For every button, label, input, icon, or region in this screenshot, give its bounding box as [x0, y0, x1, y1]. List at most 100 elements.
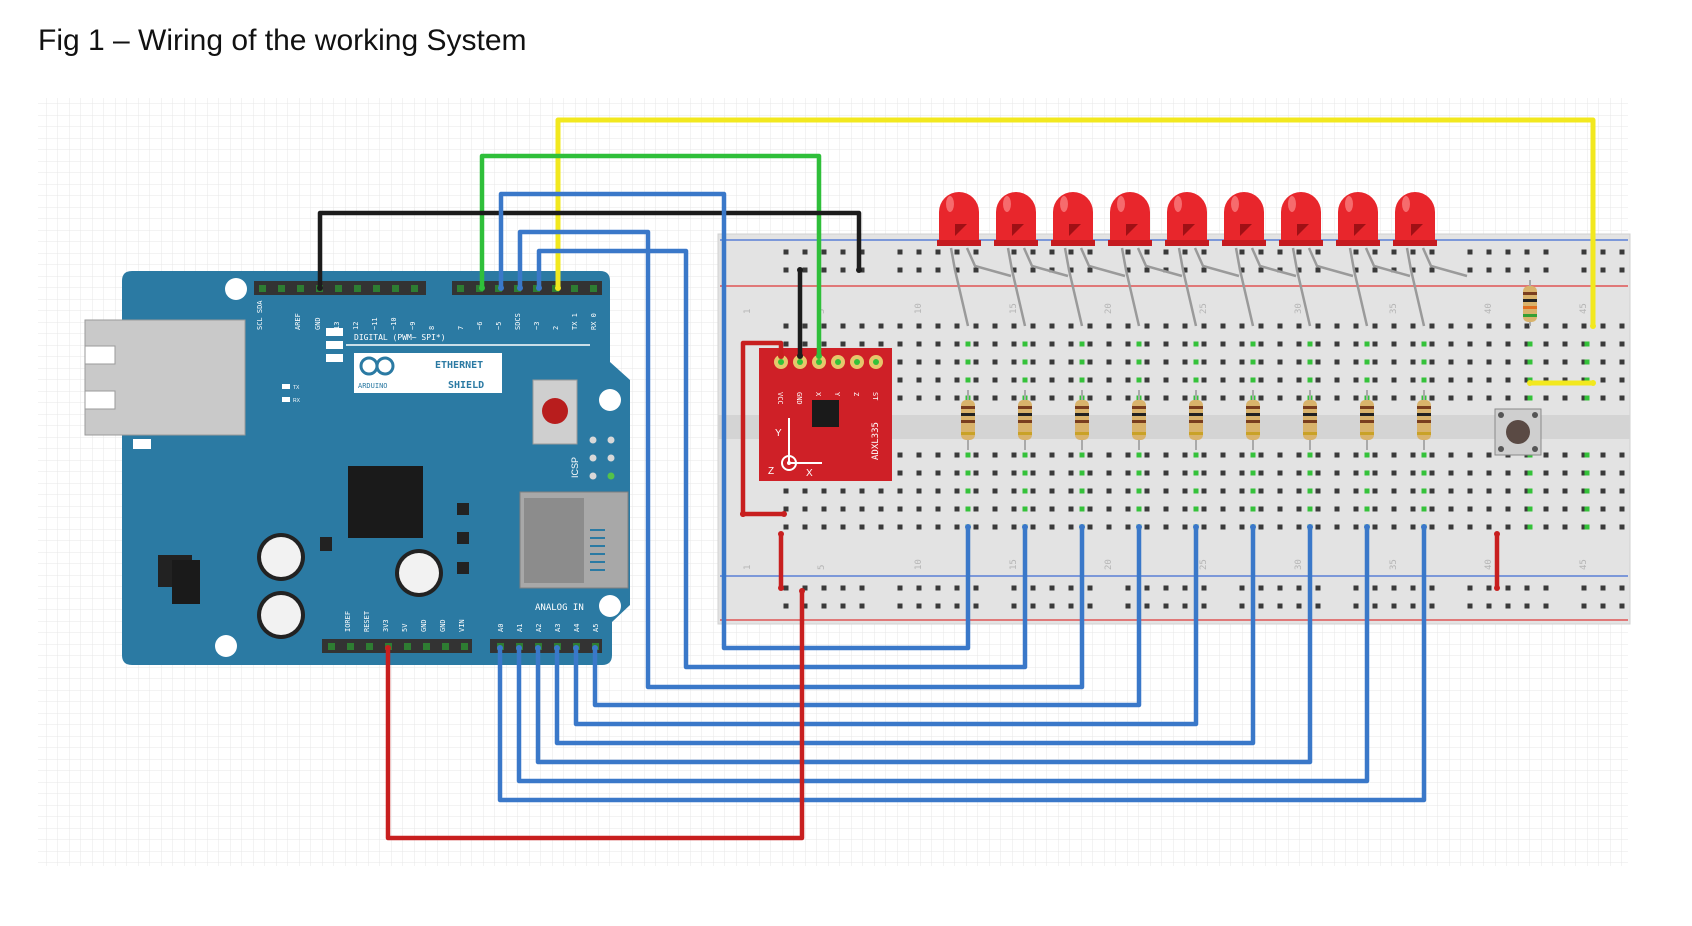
breadboard-hole	[1163, 603, 1169, 609]
breadboard-hole	[1581, 249, 1587, 255]
breadboard-hole	[1163, 585, 1169, 591]
breadboard-hole	[1410, 395, 1416, 401]
breadboard-hole	[1068, 341, 1074, 347]
axis-y-label: Y	[775, 428, 782, 439]
breadboard-hole	[821, 249, 827, 255]
breadboard-hole	[1581, 506, 1587, 512]
breadboard-hole	[1163, 506, 1169, 512]
breadboard-hole	[1049, 377, 1055, 383]
breadboard-hole	[821, 488, 827, 494]
breadboard-hole	[1068, 249, 1074, 255]
breadboard-hole	[973, 524, 979, 530]
wire-blue-end	[536, 285, 542, 291]
breadboard-hole	[1486, 506, 1492, 512]
breadboard-hole	[859, 603, 865, 609]
breadboard-hole	[1068, 267, 1074, 273]
breadboard-hole	[1163, 323, 1169, 329]
breadboard-hole-active	[1584, 524, 1590, 530]
breadboard-hole	[1030, 249, 1036, 255]
breadboard-hole	[1068, 323, 1074, 329]
breadboard-hole	[1296, 585, 1302, 591]
breadboard-hole	[916, 359, 922, 365]
breadboard-hole	[1163, 249, 1169, 255]
breadboard-hole	[1182, 452, 1188, 458]
wire-blue-end	[1364, 524, 1370, 530]
breadboard-hole	[1429, 267, 1435, 273]
breadboard-hole	[1258, 249, 1264, 255]
header-pin-label: ~5	[495, 322, 503, 330]
breadboard-hole-active	[1079, 359, 1085, 365]
breadboard-hole	[783, 603, 789, 609]
breadboard-hole	[1315, 377, 1321, 383]
analog-pin-label: A3	[554, 624, 562, 632]
breadboard-hole-active	[1136, 488, 1142, 494]
breadboard-hole	[840, 249, 846, 255]
breadboard-hole	[1429, 377, 1435, 383]
breadboard-hole	[1106, 359, 1112, 365]
breadboard-hole	[1277, 249, 1283, 255]
axis-x-label: X	[806, 468, 813, 479]
breadboard-hole	[802, 585, 808, 591]
header-pin	[328, 643, 335, 650]
breadboard-hole	[1144, 585, 1150, 591]
breadboard-hole	[1391, 359, 1397, 365]
breadboard-hole-active	[1193, 341, 1199, 347]
breadboard-hole-active	[1421, 506, 1427, 512]
breadboard-hole-active	[965, 359, 971, 365]
breadboard-hole	[1296, 359, 1302, 365]
breadboard-hole	[1277, 524, 1283, 530]
breadboard-hole	[916, 249, 922, 255]
wire-yellow	[555, 117, 1596, 329]
breadboard-hole-active	[1136, 341, 1142, 347]
breadboard-hole	[1068, 377, 1074, 383]
analog-pin-label: A4	[573, 624, 581, 632]
breadboard-hole	[1182, 585, 1188, 591]
digital-header-right	[452, 281, 602, 295]
breadboard-hole	[1277, 359, 1283, 365]
breadboard-hole	[859, 249, 865, 255]
breadboard-hole	[1277, 603, 1283, 609]
breadboard-hole	[1600, 603, 1606, 609]
led-rim	[994, 240, 1038, 246]
breadboard-hole	[1163, 359, 1169, 365]
breadboard-hole	[1315, 267, 1321, 273]
breadboard-hole	[1030, 267, 1036, 273]
breadboard-hole	[1410, 524, 1416, 530]
breadboard-hole	[1144, 359, 1150, 365]
breadboard-hole	[1562, 395, 1568, 401]
breadboard-hole	[1410, 452, 1416, 458]
breadboard-hole	[1372, 323, 1378, 329]
breadboard-hole	[916, 470, 922, 476]
breadboard-hole	[1600, 323, 1606, 329]
breadboard-hole	[1239, 506, 1245, 512]
breadboard-hole	[935, 249, 941, 255]
resistor-array	[961, 390, 1431, 450]
breadboard-hole	[1391, 377, 1397, 383]
breadboard-hole	[1201, 341, 1207, 347]
breadboard-hole	[1258, 452, 1264, 458]
figure-caption: Fig 1 – Wiring of the working System	[38, 24, 527, 57]
column-number: 35	[1389, 559, 1399, 570]
breadboard-hole	[1296, 506, 1302, 512]
breadboard-hole	[1296, 470, 1302, 476]
breadboard-hole	[1144, 452, 1150, 458]
breadboard-hole	[878, 488, 884, 494]
breadboard-hole	[1239, 377, 1245, 383]
led-rim	[1336, 240, 1380, 246]
header-pin	[404, 643, 411, 650]
breadboard-hole	[802, 323, 808, 329]
breadboard-hole	[954, 323, 960, 329]
breadboard-hole	[1087, 359, 1093, 365]
resistor-band	[1303, 432, 1317, 435]
breadboard-hole	[1144, 267, 1150, 273]
led-leg	[1348, 247, 1369, 327]
breadboard-hole	[1334, 524, 1340, 530]
breadboard-hole	[1505, 267, 1511, 273]
wire-red-short-end	[781, 511, 787, 517]
breadboard-hole	[1144, 249, 1150, 255]
sensor-pin-label: GND	[795, 392, 803, 405]
breadboard-hole	[840, 603, 846, 609]
breadboard-hole	[1353, 377, 1359, 383]
breadboard-hole	[1448, 341, 1454, 347]
led	[996, 192, 1036, 246]
